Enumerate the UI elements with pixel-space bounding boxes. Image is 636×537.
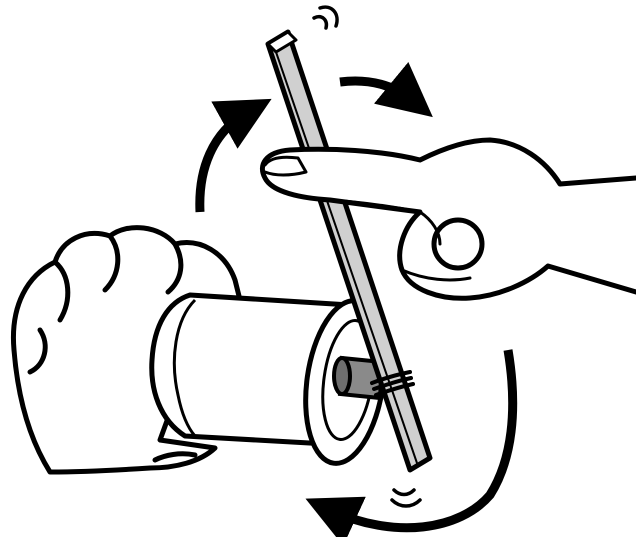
motion-lines-icon <box>312 5 422 508</box>
right-hand <box>259 137 636 301</box>
stick <box>265 29 433 473</box>
left-fist <box>10 225 243 475</box>
spool-axle <box>332 355 385 401</box>
rotate-arrow-icon <box>195 61 518 537</box>
binding-wrap <box>370 370 415 397</box>
spool-body <box>149 292 353 448</box>
